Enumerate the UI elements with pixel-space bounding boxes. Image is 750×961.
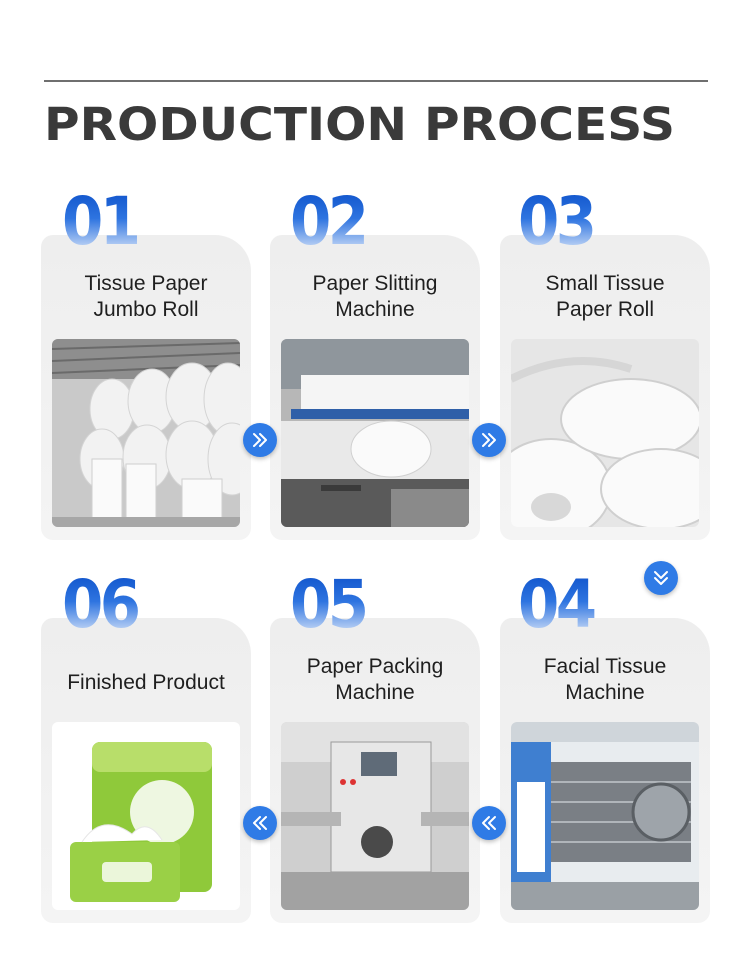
next-row-button[interactable] [644, 561, 678, 595]
top-divider [44, 80, 708, 82]
double-chevron-left-icon [482, 816, 496, 830]
step-number-02: 02 [290, 186, 398, 258]
small-roll-photo [511, 339, 699, 527]
next-step-button-1[interactable] [243, 423, 277, 457]
double-chevron-left-icon [253, 816, 267, 830]
finished-product-photo [52, 722, 240, 910]
prev-step-button-1[interactable] [243, 806, 277, 840]
step-number-03: 03 [518, 186, 626, 258]
page-title: PRODUCTION PROCESS [44, 98, 676, 151]
next-step-button-2[interactable] [472, 423, 506, 457]
step-number-04: 04 [518, 569, 626, 641]
jumbo-roll-photo [52, 339, 240, 527]
double-chevron-right-icon [253, 433, 267, 447]
double-chevron-right-icon [482, 433, 496, 447]
double-chevron-down-icon [654, 571, 668, 585]
step-number-01: 01 [62, 186, 170, 258]
prev-step-button-2[interactable] [472, 806, 506, 840]
step-card-06: Finished Product [41, 618, 251, 923]
step-number-06: 06 [62, 569, 170, 641]
facial-tissue-machine-photo [511, 722, 699, 910]
packing-machine-photo [281, 722, 469, 910]
step-title: Finished Product [67, 671, 225, 694]
slitting-machine-photo [281, 339, 469, 527]
step-number-05: 05 [290, 569, 398, 641]
